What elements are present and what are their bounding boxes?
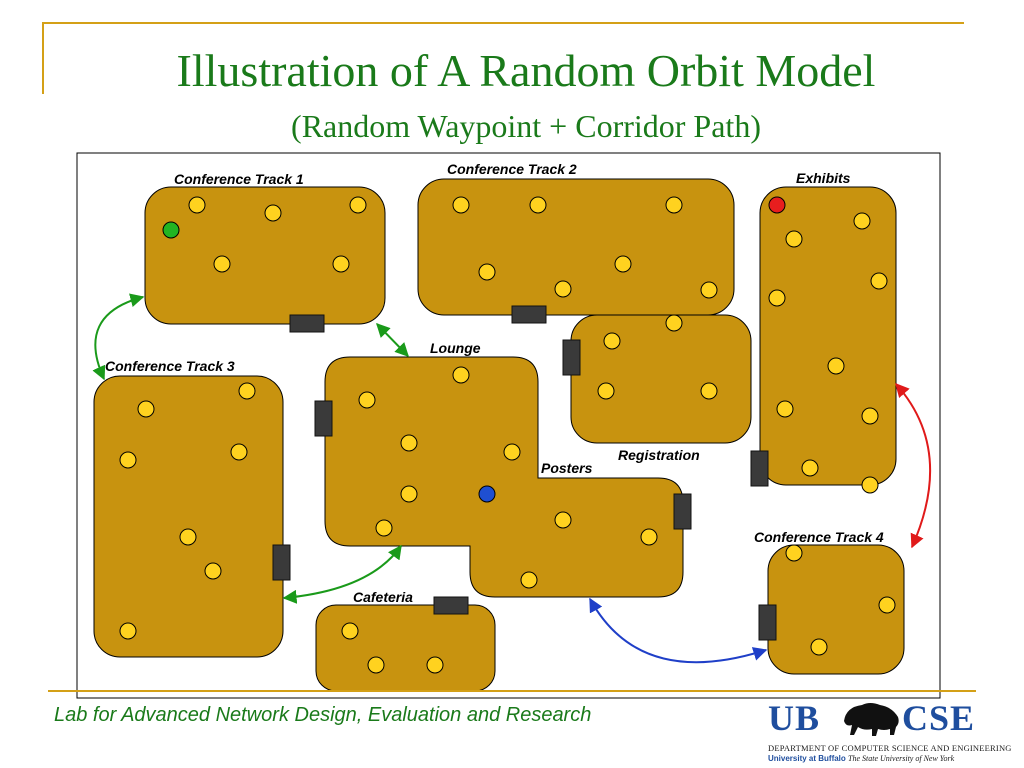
waypoint [238, 382, 256, 400]
waypoint [776, 400, 794, 418]
corridor-arrow [895, 382, 932, 549]
label-registration: Registration [618, 447, 700, 463]
waypoint [230, 443, 248, 461]
label-exhibits: Exhibits [796, 170, 851, 186]
slide-title: Illustration of A Random Orbit Model [176, 45, 876, 96]
waypoint [341, 622, 359, 640]
waypoint [700, 382, 718, 400]
mobile-node-red [768, 196, 786, 214]
waypoint [213, 255, 231, 273]
logo-university-name: University at Buffalo [768, 754, 846, 763]
waypoint [520, 571, 538, 589]
waypoint [768, 289, 786, 307]
waypoint [179, 528, 197, 546]
waypoint [554, 280, 572, 298]
room-lounge-posters [324, 356, 684, 598]
waypoint [665, 196, 683, 214]
waypoint [204, 562, 222, 580]
waypoint [870, 272, 888, 290]
door [511, 305, 547, 324]
door [758, 604, 777, 641]
door [314, 400, 333, 437]
accent-vertical-bar [42, 22, 44, 94]
room-conference-track-2 [417, 178, 735, 316]
label-conference-track-1: Conference Track 1 [174, 171, 304, 187]
door [750, 450, 769, 487]
corridor-arrow [92, 293, 145, 381]
room-conference-track-3 [93, 375, 284, 658]
door [433, 596, 469, 615]
corridor-arrow [282, 544, 402, 604]
mobile-node-green [162, 221, 180, 239]
accent-top-rule [42, 22, 964, 24]
waypoint [827, 357, 845, 375]
waypoint [785, 230, 803, 248]
waypoint [554, 511, 572, 529]
room-registration [570, 314, 752, 444]
label-posters: Posters [541, 460, 593, 476]
label-conference-track-3: Conference Track 3 [105, 358, 235, 374]
footer-lab-name: Lab for Advanced Network Design, Evaluat… [54, 704, 592, 726]
logo-wordmark: UB CSE [768, 697, 974, 739]
logo-department: DEPARTMENT OF COMPUTER SCIENCE AND ENGIN… [768, 743, 1012, 753]
bison-icon [844, 703, 899, 736]
waypoint [785, 544, 803, 562]
waypoint [367, 656, 385, 674]
waypoint [188, 196, 206, 214]
waypoint [452, 366, 470, 384]
slide-subtitle: (Random Waypoint + Corridor Path) [291, 108, 761, 144]
door [272, 544, 291, 581]
waypoint [861, 407, 879, 425]
waypoint [119, 622, 137, 640]
label-cafeteria: Cafeteria [353, 589, 413, 605]
waypoint [597, 382, 615, 400]
waypoint [119, 451, 137, 469]
door [562, 339, 581, 376]
corridor-arrow [589, 597, 768, 664]
waypoint [478, 263, 496, 281]
waypoint [614, 255, 632, 273]
waypoint [452, 196, 470, 214]
logo-university: University at Buffalo The State Universi… [768, 754, 954, 763]
label-conference-track-2: Conference Track 2 [447, 161, 577, 177]
waypoint [426, 656, 444, 674]
waypoint [137, 400, 155, 418]
waypoint [503, 443, 521, 461]
logo-state-university: The State University of New York [848, 754, 955, 763]
waypoint [878, 596, 896, 614]
waypoint [529, 196, 547, 214]
diagram-frame [76, 152, 941, 699]
ub-cse-logo: UB CSE DEPARTMENT OF COMPUTER SCIENCE AN… [768, 697, 1011, 767]
waypoint [861, 476, 879, 494]
corridor-arrow [376, 322, 409, 358]
waypoint [640, 528, 658, 546]
waypoint [332, 255, 350, 273]
waypoint [375, 519, 393, 537]
waypoint [801, 459, 819, 477]
room-cafeteria [315, 604, 496, 692]
accent-bottom-rule [48, 690, 976, 692]
label-conference-track-4: Conference Track 4 [754, 529, 884, 545]
waypoint [665, 314, 683, 332]
waypoint [853, 212, 871, 230]
waypoint [400, 485, 418, 503]
room-exhibits [759, 186, 897, 486]
waypoint [349, 196, 367, 214]
logo-ub: UB [768, 698, 821, 738]
logo-cse: CSE [902, 698, 976, 738]
waypoint [810, 638, 828, 656]
waypoint [603, 332, 621, 350]
waypoint [358, 391, 376, 409]
waypoint [264, 204, 282, 222]
door [673, 493, 692, 530]
waypoint [700, 281, 718, 299]
label-lounge: Lounge [430, 340, 481, 356]
mobile-node-blue [478, 485, 496, 503]
room-conference-track-1 [144, 186, 386, 325]
waypoint [400, 434, 418, 452]
door [289, 314, 325, 333]
